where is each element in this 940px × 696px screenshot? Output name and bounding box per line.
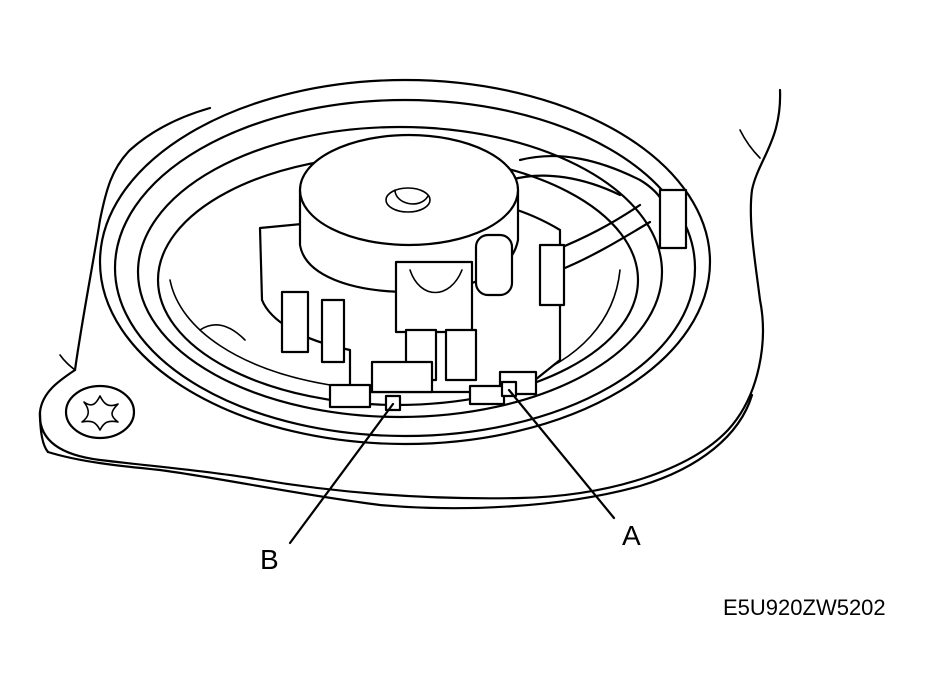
callout-label-a: A <box>622 520 641 551</box>
speaker-rim-outer <box>98 78 712 446</box>
housing-tabs <box>280 243 566 409</box>
leader-line-a <box>507 388 616 520</box>
mounting-flange <box>38 88 782 510</box>
figure-code: E5U920ZW5202 <box>723 595 886 620</box>
leader-line-b <box>288 402 395 545</box>
screw-head <box>64 384 136 440</box>
lead-wire <box>508 154 688 272</box>
terminal-block <box>370 233 538 396</box>
callout-label-b: B <box>260 544 279 575</box>
